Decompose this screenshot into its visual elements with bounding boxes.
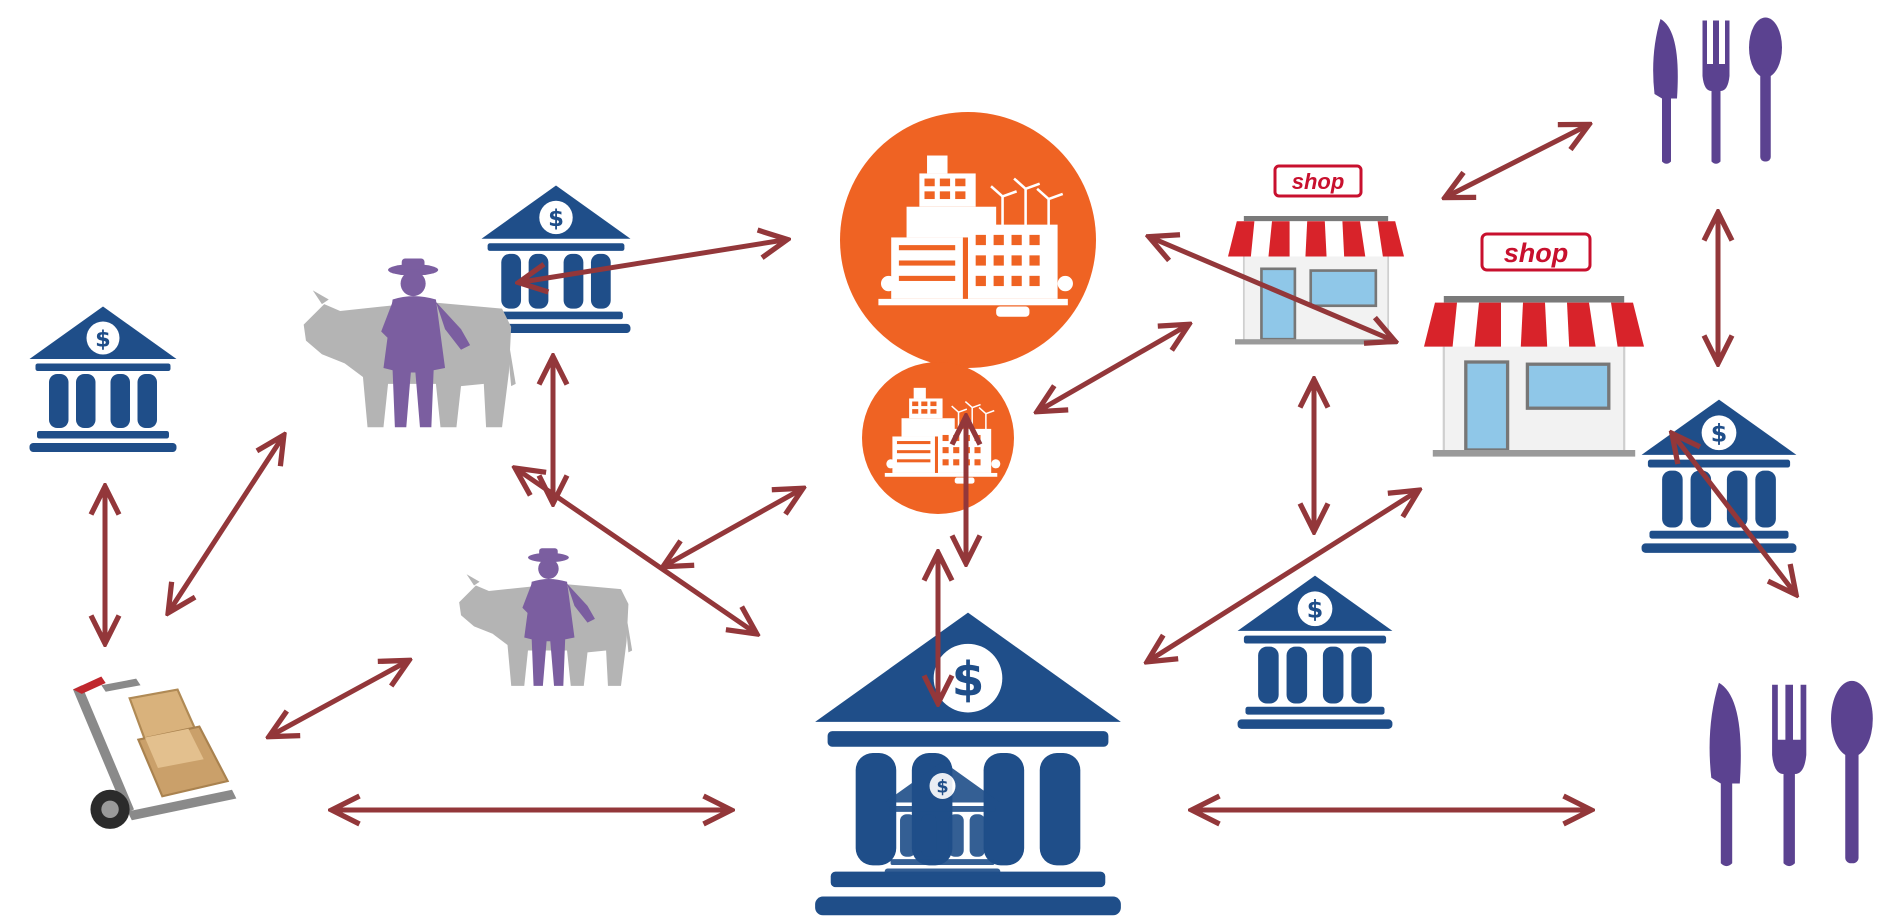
shop-icon	[1424, 294, 1644, 459]
bank-icon	[29, 306, 177, 452]
bidirectional-arrow-12	[1152, 238, 1392, 340]
bidirectional-arrow-14	[1150, 492, 1416, 660]
shop-small: shop	[1228, 164, 1404, 346]
bidirectional-arrow-2	[170, 438, 282, 610]
hand-truck-icon	[23, 646, 245, 842]
farmer-with-cow-icon	[459, 548, 633, 686]
bidirectional-arrow-3	[272, 662, 406, 735]
bidirectional-arrow-11	[1040, 326, 1186, 410]
bank-icon	[1641, 399, 1797, 553]
cutlery-icon	[1709, 680, 1873, 867]
shop-sign-small	[1273, 164, 1363, 198]
bidirectional-arrow-8	[666, 490, 800, 565]
bank-icon	[481, 185, 631, 333]
bidirectional-arrow-16	[1448, 126, 1586, 196]
shop-large: shop	[1424, 232, 1644, 459]
shop-sign-large	[1480, 232, 1592, 272]
farmer-with-cow-icon	[303, 258, 516, 428]
bank-icon	[1237, 575, 1393, 729]
factory-icon	[862, 362, 1014, 514]
flow-arrows	[105, 126, 1794, 810]
bidirectional-arrow-7	[518, 470, 754, 632]
shop-sign-large-label: shop	[1504, 238, 1569, 268]
factory-icon	[840, 112, 1096, 368]
bidirectional-arrow-5	[522, 240, 784, 282]
cutlery-icon	[1653, 17, 1782, 164]
bidirectional-arrow-18	[1674, 436, 1794, 592]
shop-sign-small-label: shop	[1292, 169, 1345, 194]
